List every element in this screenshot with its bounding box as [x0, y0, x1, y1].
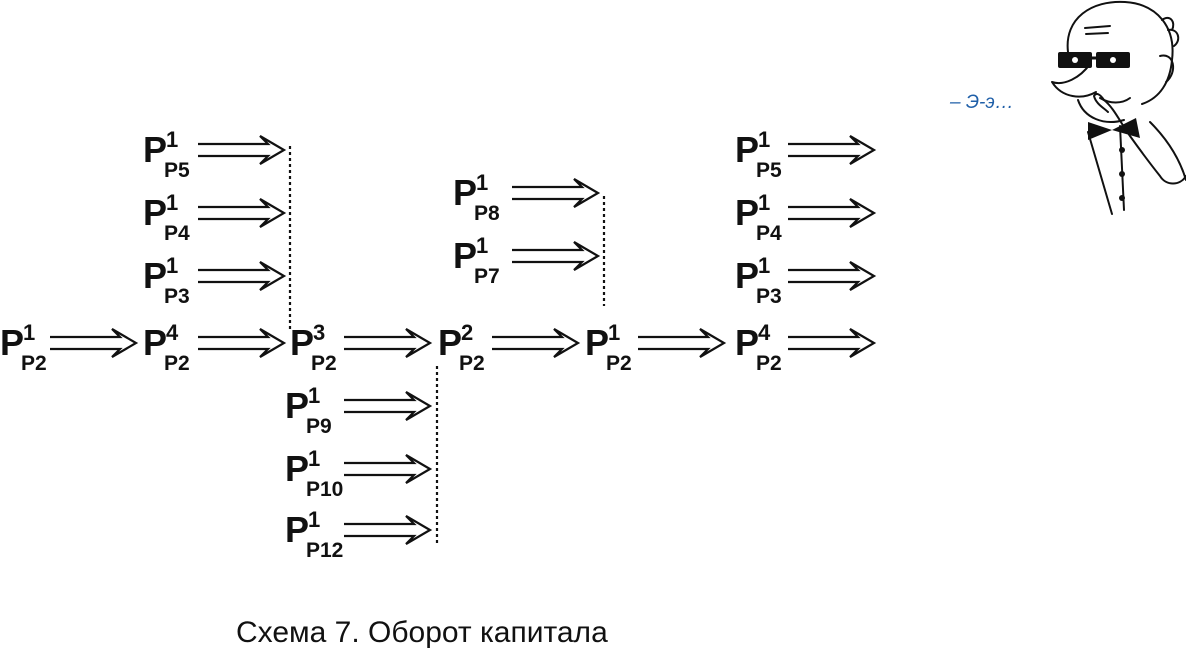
- arrow: [196, 327, 286, 359]
- arrow: [786, 327, 876, 359]
- arrow: [490, 327, 580, 359]
- cartoon-man-illustration: [1051, 0, 1186, 215]
- arrow: [510, 240, 600, 272]
- arrow: [196, 134, 286, 166]
- arrow: [342, 390, 432, 422]
- arrow: [510, 177, 600, 209]
- shirt-button: [1119, 147, 1125, 153]
- diagram-caption: Схема 7. Оборот капитала: [236, 616, 608, 649]
- speech-text: – Э-э…: [949, 92, 1014, 113]
- arrow: [786, 260, 876, 292]
- arrow: [342, 327, 432, 359]
- bow-tie-icon: [1088, 118, 1140, 140]
- sunglasses-icon: [1058, 52, 1130, 68]
- arrow: [196, 260, 286, 292]
- arrow: [342, 514, 432, 546]
- arrow: [636, 327, 726, 359]
- shirt-button: [1119, 171, 1125, 177]
- arrow: [342, 453, 432, 485]
- arrow: [196, 197, 286, 229]
- arrow: [48, 327, 138, 359]
- arrow: [786, 197, 876, 229]
- arrow: [786, 134, 876, 166]
- shirt-button: [1119, 195, 1125, 201]
